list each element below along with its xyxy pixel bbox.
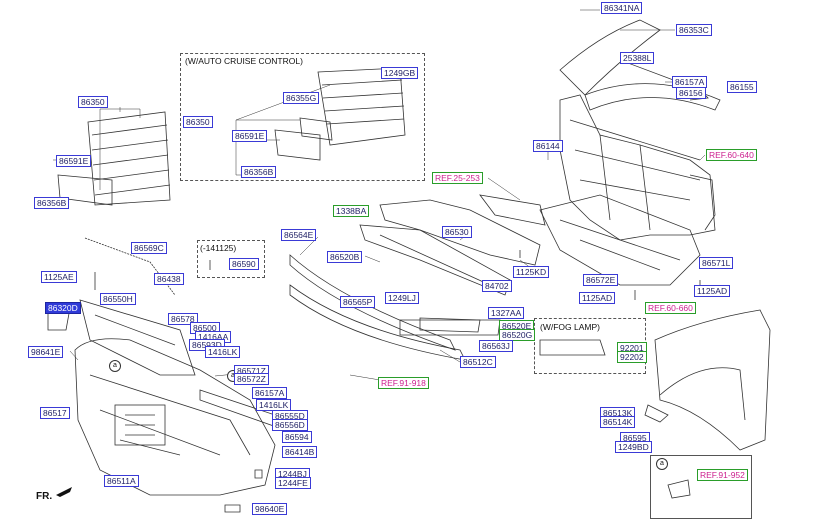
part-label-86157A[interactable]: 86157A <box>252 387 288 399</box>
part-label-86350-box[interactable]: 86350 <box>183 116 213 128</box>
part-label-86550H[interactable]: 86550H <box>100 293 136 305</box>
auto-cruise-note: (W/AUTO CRUISE CONTROL) <box>185 56 303 66</box>
ref-label-91-918[interactable]: REF.91-918 <box>378 377 429 389</box>
part-label-86320D[interactable]: 86320D <box>45 302 81 314</box>
part-label-86520B[interactable]: 86520B <box>327 251 363 263</box>
part-label-86571L[interactable]: 86571L <box>699 257 734 269</box>
front-direction-label: FR. <box>36 491 53 502</box>
part-label-86556D[interactable]: 86556D <box>272 419 308 431</box>
part-label-86520G[interactable]: 86520G <box>499 329 536 341</box>
part-label-86512C[interactable]: 86512C <box>460 356 496 368</box>
part-label-1338BA[interactable]: 1338BA <box>333 205 370 217</box>
part-label-86594[interactable]: 86594 <box>282 431 312 443</box>
part-label-86563J[interactable]: 86563J <box>479 340 513 352</box>
part-label-86341NA[interactable]: 86341NA <box>601 2 643 14</box>
bumper-beam <box>379 199 541 266</box>
part-label-1125AE[interactable]: 1125AE <box>41 271 77 283</box>
part-label-98641E[interactable]: 98641E <box>28 346 64 358</box>
part-label-1244FE[interactable]: 1244FE <box>275 477 311 489</box>
part-label-1125AD[interactable]: 1125AD <box>579 292 616 304</box>
part-label-1125KD[interactable]: 1125KD <box>513 266 550 278</box>
part-label-86590[interactable]: 86590 <box>229 258 259 270</box>
part-label-98640E[interactable]: 98640E <box>252 503 288 515</box>
radiator-grille-left <box>87 111 171 206</box>
radiator-grille-box <box>317 67 406 146</box>
part-label-86356B-box[interactable]: 86356B <box>241 166 277 178</box>
under-cover <box>539 194 701 286</box>
part-label-86569C[interactable]: 86569C <box>131 242 167 254</box>
part-label-86591E-box[interactable]: 86591E <box>232 130 268 142</box>
part-label-86356B[interactable]: 86356B <box>34 197 70 209</box>
part-label-86353C[interactable]: 86353C <box>676 24 712 36</box>
ref-label-60-660[interactable]: REF.60-660 <box>645 302 696 314</box>
part-label-1249GB[interactable]: 1249GB <box>381 67 419 79</box>
part-label-1249BD[interactable]: 1249BD <box>615 441 652 453</box>
fog-lamp-note: (W/FOG LAMP) <box>540 322 600 332</box>
part-label-25388L[interactable]: 25388L <box>620 52 655 64</box>
fender <box>654 309 771 451</box>
part-label-86564E[interactable]: 86564E <box>281 229 317 241</box>
part-label-1416LK[interactable]: 1416LK <box>205 346 241 358</box>
part-label-86155[interactable]: 86155 <box>727 81 757 93</box>
part-label-86438[interactable]: 86438 <box>154 273 184 285</box>
part-label-86572Z[interactable]: 86572Z <box>234 373 269 385</box>
part-label-86156[interactable]: 86156 <box>676 87 706 99</box>
part-label-86530[interactable]: 86530 <box>442 226 472 238</box>
front-end-carrier <box>559 94 716 241</box>
part-label-86514K[interactable]: 86514K <box>600 416 636 428</box>
part-label-1125AD[interactable]: 1125AD <box>694 285 731 297</box>
energy-absorber <box>359 224 511 296</box>
detail-a-box <box>650 455 752 519</box>
part-label-86572E[interactable]: 86572E <box>583 274 619 286</box>
detail-marker-a: a <box>109 360 121 372</box>
part-label-86565P[interactable]: 86565P <box>340 296 376 308</box>
part-label-86144[interactable]: 86144 <box>533 140 563 152</box>
date-condition-note: (-141125) <box>200 243 237 253</box>
part-label-1327AA[interactable]: 1327AA <box>488 307 525 319</box>
part-label-86350[interactable]: 86350 <box>78 96 108 108</box>
part-label-1249LJ[interactable]: 1249LJ <box>385 292 419 304</box>
part-label-92202[interactable]: 92202 <box>617 351 647 363</box>
part-label-86591E[interactable]: 86591E <box>56 155 92 167</box>
ref-label-91-952[interactable]: REF.91-952 <box>697 469 748 481</box>
date-condition-box <box>197 240 265 278</box>
ref-label-25-253[interactable]: REF.25-253 <box>432 172 483 184</box>
part-label-84702[interactable]: 84702 <box>482 280 512 292</box>
detail-marker-a: a <box>656 458 668 470</box>
part-label-86355G[interactable]: 86355G <box>283 92 320 104</box>
part-label-86414B[interactable]: 86414B <box>282 446 318 458</box>
auto-cruise-group-box <box>180 53 425 181</box>
ref-label-60-640[interactable]: REF.60-640 <box>706 149 757 161</box>
front-bumper-fascia <box>74 338 276 496</box>
part-label-86517[interactable]: 86517 <box>40 407 70 419</box>
part-label-86511A[interactable]: 86511A <box>104 475 139 487</box>
